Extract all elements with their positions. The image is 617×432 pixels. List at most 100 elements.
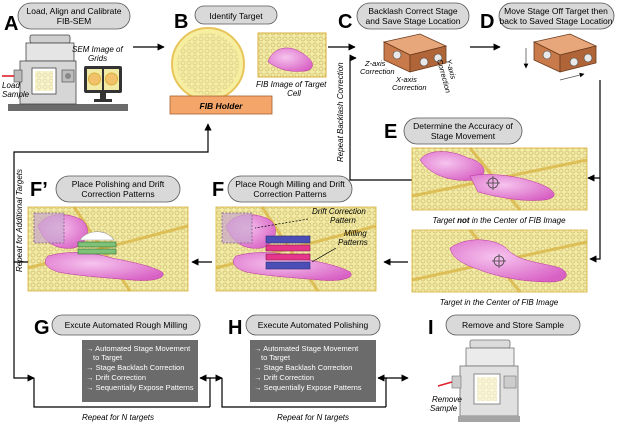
fib-sem-machine-icon: [2, 34, 128, 111]
panel-d: D Move Stage Off Target then back to Sav…: [480, 2, 615, 81]
fib-holder-label: FIB Holder: [200, 101, 244, 111]
title-a-line1: Load, Align and Calibrate: [27, 6, 122, 16]
remove-label-line1: Remove: [432, 395, 462, 404]
x-axis-line2: Correction: [392, 83, 427, 92]
pill-a: [17, 2, 131, 30]
drift-label-line1: Drift Correction: [312, 207, 366, 216]
panel-c: C Backlash Correct Stage and Save Stage …: [338, 2, 470, 94]
polish-pattern-bottom: [77, 248, 117, 255]
x-axis-line1: X-axis: [395, 75, 417, 84]
steps-box-h: [250, 340, 376, 402]
arrow-backlash-loop: [349, 54, 412, 181]
g-step-1: → Automated Stage Movement: [86, 344, 191, 353]
panel-letter-d: D: [480, 11, 494, 33]
fib-label-line2: Cell: [287, 89, 301, 98]
title-g: Excute Automated Rough Milling: [65, 320, 188, 330]
loop-h-return: [377, 374, 387, 407]
panel-letter-i: I: [428, 317, 434, 339]
milling-label-line1: Milling: [344, 229, 367, 238]
sem-label-line1: SEM Image of: [72, 45, 123, 54]
h-step-1b: to Target: [261, 353, 291, 362]
panel-e: E Determine the Accuracy of Stage Moveme…: [384, 117, 588, 307]
pill-c: [356, 2, 470, 30]
repeat-h: Repeat for N targets: [277, 413, 349, 422]
fib-sem-machine-remove-icon: [451, 339, 520, 422]
panel-letter-h: H: [228, 317, 242, 339]
loop-h-line: [221, 378, 386, 408]
repeat-targets-label: Repeat for Additional Targets: [15, 169, 24, 272]
panel-letter-c: C: [338, 11, 352, 33]
arrow-to-e-bottom: [589, 178, 601, 263]
remove-label-line2: Sample: [430, 404, 458, 413]
milling-label-line2: Patterns: [338, 238, 368, 247]
pill-b: [194, 5, 278, 25]
title-b: Identify Target: [209, 11, 263, 21]
panel-letter-b: B: [174, 11, 188, 33]
fib-holder: [169, 95, 273, 115]
milling-pattern-top: [265, 235, 311, 244]
g-step-2: → Stage Backlash Correction: [86, 363, 184, 372]
panel-i: I Remove and Store Sample Remove Sample: [428, 314, 581, 422]
monitor-icon: [84, 66, 122, 102]
h-step-3: → Drift Correction: [254, 373, 314, 382]
g-step-1b: to Target: [93, 353, 123, 362]
title-i: Remove and Store Sample: [462, 320, 564, 330]
h-step-1: → Automated Stage Movement: [254, 344, 359, 353]
panel-f: F Place Rough Milling and Drift Correcti…: [212, 175, 377, 292]
panel-f-prime: F’ Place Polishing and Drift Correction …: [27, 175, 189, 292]
loop-g-return: [199, 374, 211, 407]
stage-block-moved-icon: [523, 33, 598, 81]
loop-g-line: [33, 378, 210, 408]
polish-pattern-top: [77, 241, 117, 248]
milling-pattern-bottom: [265, 261, 311, 270]
sample-rod-icon: [437, 381, 453, 387]
title-e-line2: Stage Movement: [431, 131, 496, 141]
g-step-3: → Drift Correction: [86, 373, 146, 382]
pill-i: [445, 314, 581, 336]
pill-g: [51, 314, 201, 336]
title-fp-line1: Place Polishing and Drift: [72, 179, 165, 189]
sem-label-line2: Grids: [88, 54, 107, 63]
title-f-line1: Place Rough Milling and Drift: [235, 179, 345, 189]
load-label-line1: Load: [2, 81, 20, 90]
cell-off-center-icon: [419, 151, 485, 181]
panel-letter-f: F: [212, 179, 224, 201]
panel-a: A Load, Align and Calibrate FIB-SEM Load…: [2, 2, 131, 111]
title-f-line2: Correction Patterns: [253, 189, 326, 199]
panel-letter-a: A: [4, 13, 18, 35]
panel-letter-e: E: [384, 121, 397, 143]
title-c-line2: and Save Stage Location: [366, 16, 461, 26]
title-h: Execute Automated Polishing: [258, 320, 369, 330]
drift-pattern-fprime: [33, 212, 65, 244]
h-step-4: → Sequentially Expose Patterns: [254, 383, 362, 392]
drift-correction-pattern: [221, 212, 253, 244]
pill-f-prime: [55, 175, 181, 203]
caption-not-centered: Target not in the Center of FIB Image: [432, 216, 566, 225]
panel-b: B Identify Target FIB Holder FIB Image o…: [169, 5, 327, 115]
title-d-line2: back to Saved Stage Location: [500, 16, 613, 26]
panel-g: G Excute Automated Rough Milling → Autom…: [34, 314, 201, 422]
panel-letter-g: G: [34, 317, 50, 339]
pill-d: [498, 2, 615, 30]
arrow-fprime-to-g: [13, 262, 35, 382]
title-fp-line2: Correction Patterns: [81, 189, 154, 199]
h-step-2: → Stage Backlash Correction: [254, 363, 352, 372]
cell-centered-icon: [449, 239, 567, 283]
pill-e: [403, 117, 523, 145]
title-d-line1: Move Stage Off Target then: [504, 6, 608, 16]
stage-block-icon: [382, 33, 448, 73]
caption-centered: Target in the Center of FIB Image: [440, 298, 559, 307]
z-axis-line1: Z-axis: [364, 59, 386, 68]
g-step-4: → Sequentially Expose Patterns: [86, 383, 194, 392]
pill-h: [245, 314, 381, 336]
drift-label-line2: Pattern: [330, 216, 356, 225]
repeat-g: Repeat for N targets: [82, 413, 154, 422]
arrow-d-to-e: [587, 80, 601, 182]
load-label-line2: Sample: [2, 90, 30, 99]
pill-f: [227, 175, 353, 203]
repeat-backlash-label: Repeat Backlash Correction: [336, 62, 345, 162]
target-cell-icon: [267, 47, 313, 72]
fib-label-line1: FIB Image of Target: [256, 80, 327, 89]
panel-letter-f-prime: F’: [30, 179, 48, 201]
